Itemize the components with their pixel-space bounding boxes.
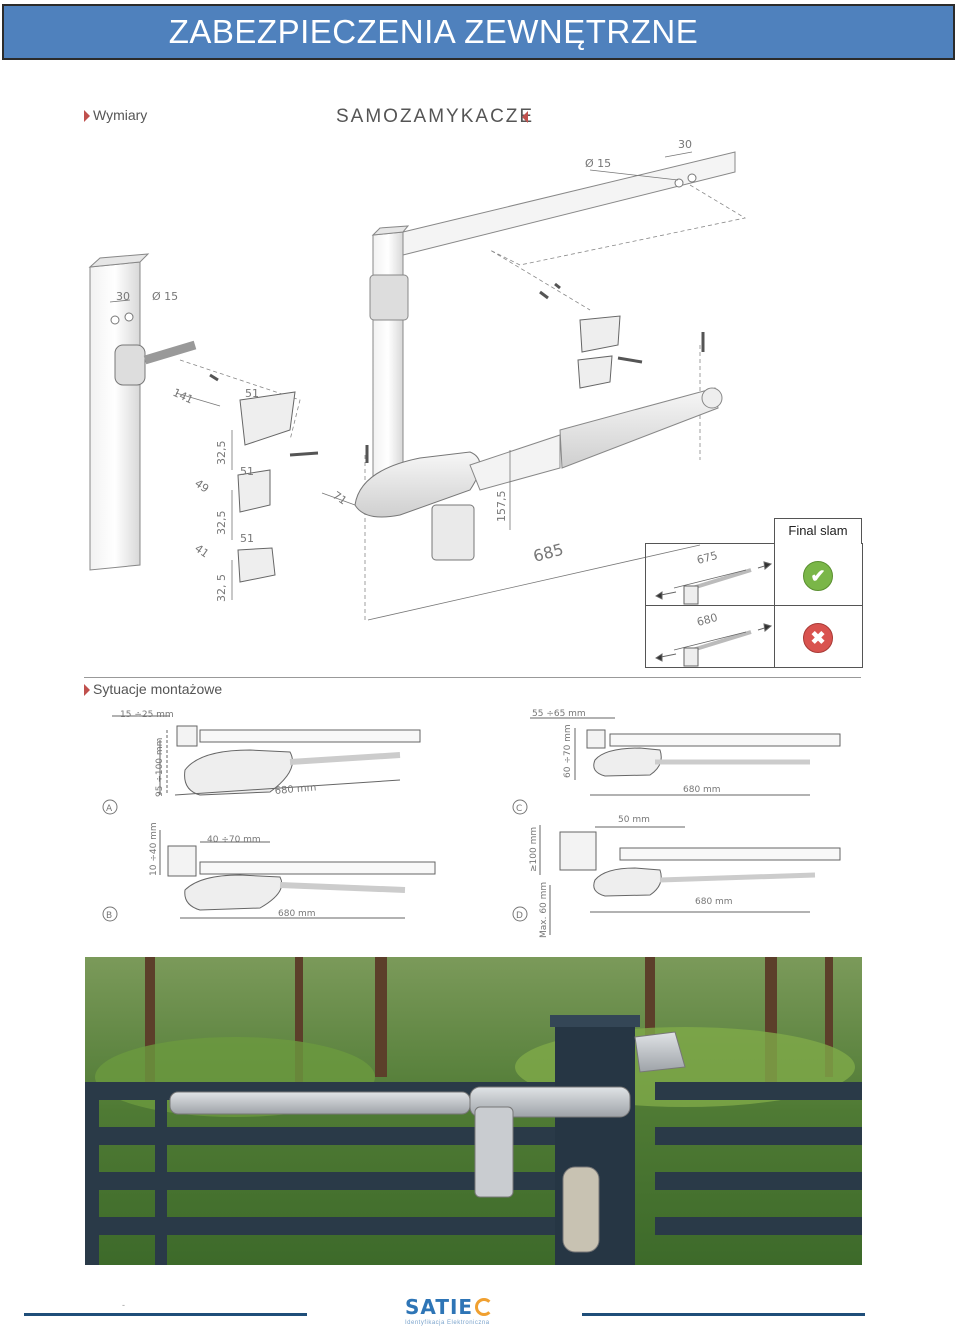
mount-b-range1: 40 ÷70 mm [207, 835, 261, 845]
final-slam-box: Final slam 675 680 ✔ ✖ [645, 518, 863, 668]
final-slam-arms: 675 680 [655, 549, 773, 667]
mount-b-range2: 10 ÷40 mm [149, 822, 159, 876]
cross-icon: ✖ [803, 623, 833, 653]
dim-51c: 51 [240, 532, 254, 545]
gate-hole-spacing: 30 [678, 138, 692, 151]
header-banner: ZABEZPIECZENIA ZEWNĘTRZNE [2, 4, 955, 60]
mount-a-range1: 15 ÷25 mm [120, 710, 174, 720]
satie-logo-subtitle: Identyfikacja Elektroniczna [405, 1320, 490, 1326]
dim-157-5: 157,5 [495, 491, 508, 523]
final-slam-title-box: Final slam [774, 518, 862, 544]
dim-51a: 51 [245, 387, 259, 400]
mount-c-letter: C [516, 804, 522, 814]
page-title: ZABEZPIECZENIA ZEWNĘTRZNE [168, 13, 699, 50]
mounting-situations: 15 ÷25 mm 95 ÷100 mm 680 mm A 40 ÷70 mm … [102, 709, 841, 938]
footer-dash: - [122, 1300, 125, 1310]
final-slam-ok-value: 675 [695, 549, 719, 567]
dim-685: 685 [531, 540, 565, 566]
section-bullet-icon-2 [84, 684, 90, 696]
dim-51b: 51 [240, 465, 254, 478]
subtitle-bullet-icon [522, 111, 528, 123]
section-label-mounting: Sytuacje montażowe [93, 681, 223, 697]
section-label-dimensions: Wymiary [93, 107, 148, 123]
mount-c-length: 680 mm [683, 785, 721, 795]
footer-line-left [24, 1313, 307, 1316]
mount-d-range2: ≥100 mm [529, 827, 539, 872]
dim-141: 141 [171, 386, 196, 407]
mount-d-letter: D [516, 911, 523, 921]
dimension-drawing: 30 Ø 15 30 Ø 15 141 51 51 51 32,5 32,5 3… [88, 138, 747, 621]
satie-logo-text: SATIE [405, 1295, 474, 1319]
mount-c-range2: 60 ÷70 mm [563, 724, 573, 778]
section-bullet-icon [84, 110, 90, 122]
mount-d-length: 680 mm [695, 897, 733, 907]
final-slam-bad-value: 680 [695, 611, 719, 629]
satie-logo: SATIE Identyfikacja Elektroniczna [405, 1295, 495, 1326]
mount-d-range3: Max. 60 mm [539, 882, 549, 938]
dim-32-5a: 32,5 [215, 441, 228, 466]
gate-frame [369, 151, 736, 479]
dim-49: 49 [192, 477, 211, 496]
post-hole-diameter: Ø 15 [152, 290, 178, 303]
dim-32-5c: 32, 5 [215, 574, 228, 602]
product-photo [85, 957, 862, 1265]
satie-logo-icon [475, 1298, 493, 1316]
mount-b-length: 680 mm [278, 909, 316, 919]
mount-a-range2: 95 ÷100 mm [155, 738, 165, 797]
footer-line-right [582, 1313, 865, 1316]
mount-a-letter: A [106, 804, 113, 814]
mount-a-length: 680 mm [274, 782, 317, 797]
gate-hole-diameter: Ø 15 [585, 157, 611, 170]
mount-brackets [237, 315, 621, 583]
post-hole-spacing: 30 [116, 290, 130, 303]
page-subtitle: SAMOZAMYKACZE [336, 106, 535, 127]
check-icon: ✔ [803, 561, 833, 591]
mount-c-range1: 55 ÷65 mm [532, 709, 586, 719]
door-closer [354, 387, 723, 561]
hinge-post [88, 253, 197, 571]
final-slam-title: Final slam [788, 523, 848, 538]
mount-d-range1: 50 mm [618, 815, 650, 825]
dim-41: 41 [192, 542, 211, 561]
dim-71: 71 [330, 489, 349, 508]
section-divider [84, 677, 861, 678]
mount-b-letter: B [106, 911, 112, 921]
dim-32-5b: 32,5 [215, 511, 228, 536]
gate-closer-photo [85, 957, 862, 1265]
